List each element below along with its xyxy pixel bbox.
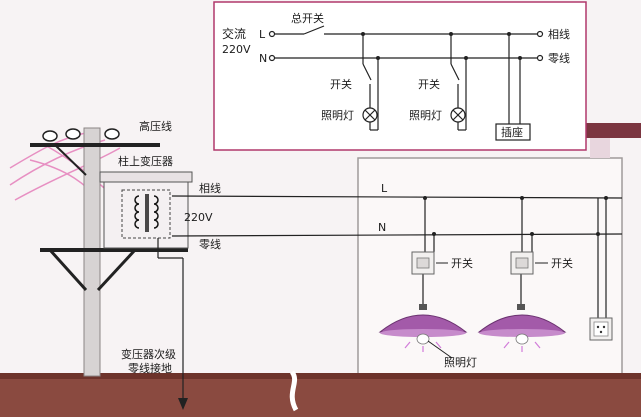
inset-socket-label: 插座: [501, 125, 523, 139]
neutral-wire: [171, 233, 623, 237]
inset-socket-box: [495, 123, 531, 141]
neutral-line-label: 零线: [199, 237, 221, 251]
inset-lamp-2-label: 照明灯: [409, 109, 442, 122]
ground-edge: [0, 373, 641, 379]
phase-line-label: 相线: [199, 181, 221, 195]
junction-dots: [423, 196, 608, 236]
house-lamp-label: 照明灯: [444, 356, 477, 369]
transformer-coils: [134, 194, 159, 232]
pole-brace-top: [54, 144, 87, 176]
house-switch-1-label: 开关: [451, 256, 473, 270]
high-voltage-label: 高压线: [139, 119, 172, 133]
inset-source-label-2: 220V: [222, 43, 251, 56]
inset-lamp-2-icon: [450, 107, 466, 123]
wall-switch-1[interactable]: [411, 251, 435, 275]
inset-junction-dots: [361, 32, 522, 60]
wall-switch-2[interactable]: [510, 251, 534, 275]
house-roof: [585, 123, 641, 138]
inset-switch-1-label: 开关: [330, 77, 352, 91]
voltage-label: 220V: [184, 211, 213, 224]
lamp-leader: [427, 340, 453, 359]
transformer-label: 柱上变压器: [118, 154, 173, 168]
wall-socket[interactable]: [589, 317, 613, 341]
ground-label-2: 零线接地: [128, 361, 172, 375]
house-wall: [357, 157, 623, 377]
inset-neutral-label: 零线: [548, 51, 570, 65]
house-terminal-n: N: [378, 221, 386, 234]
inset-lamp-1-label: 照明灯: [321, 109, 354, 122]
house-eave: [590, 138, 610, 158]
ground-break-mark: [289, 370, 299, 412]
ground: [0, 373, 641, 417]
inset-source-label-1: 交流: [222, 26, 246, 41]
pole-brace-right: [96, 248, 137, 292]
ground-rod-icon: [178, 398, 188, 410]
transformer-lid: [99, 171, 193, 183]
transformer-core: [121, 189, 171, 239]
insulators: [42, 128, 120, 142]
inset-switch-2-label: 开关: [418, 77, 440, 91]
house-wiring: [422, 198, 607, 318]
inset-terminal-l: L: [259, 28, 266, 41]
pendant-lamp-1: [378, 304, 468, 352]
house-switch-2-label: 开关: [551, 256, 573, 270]
inset-terminal-n: N: [259, 52, 267, 65]
ground-label-1: 变压器次级: [121, 347, 176, 361]
inset-main-switch-label: 总开关: [291, 11, 324, 25]
inset-phase-label: 相线: [548, 27, 570, 41]
house-terminal-l: L: [381, 182, 388, 195]
pendant-lamp-2: [477, 304, 567, 352]
pole-brace-left: [48, 248, 88, 292]
inset-terminals: [268, 30, 544, 62]
phase-wire: [171, 195, 623, 199]
inset-wiring: [274, 25, 538, 131]
inset-lamp-1-icon: [362, 107, 378, 123]
